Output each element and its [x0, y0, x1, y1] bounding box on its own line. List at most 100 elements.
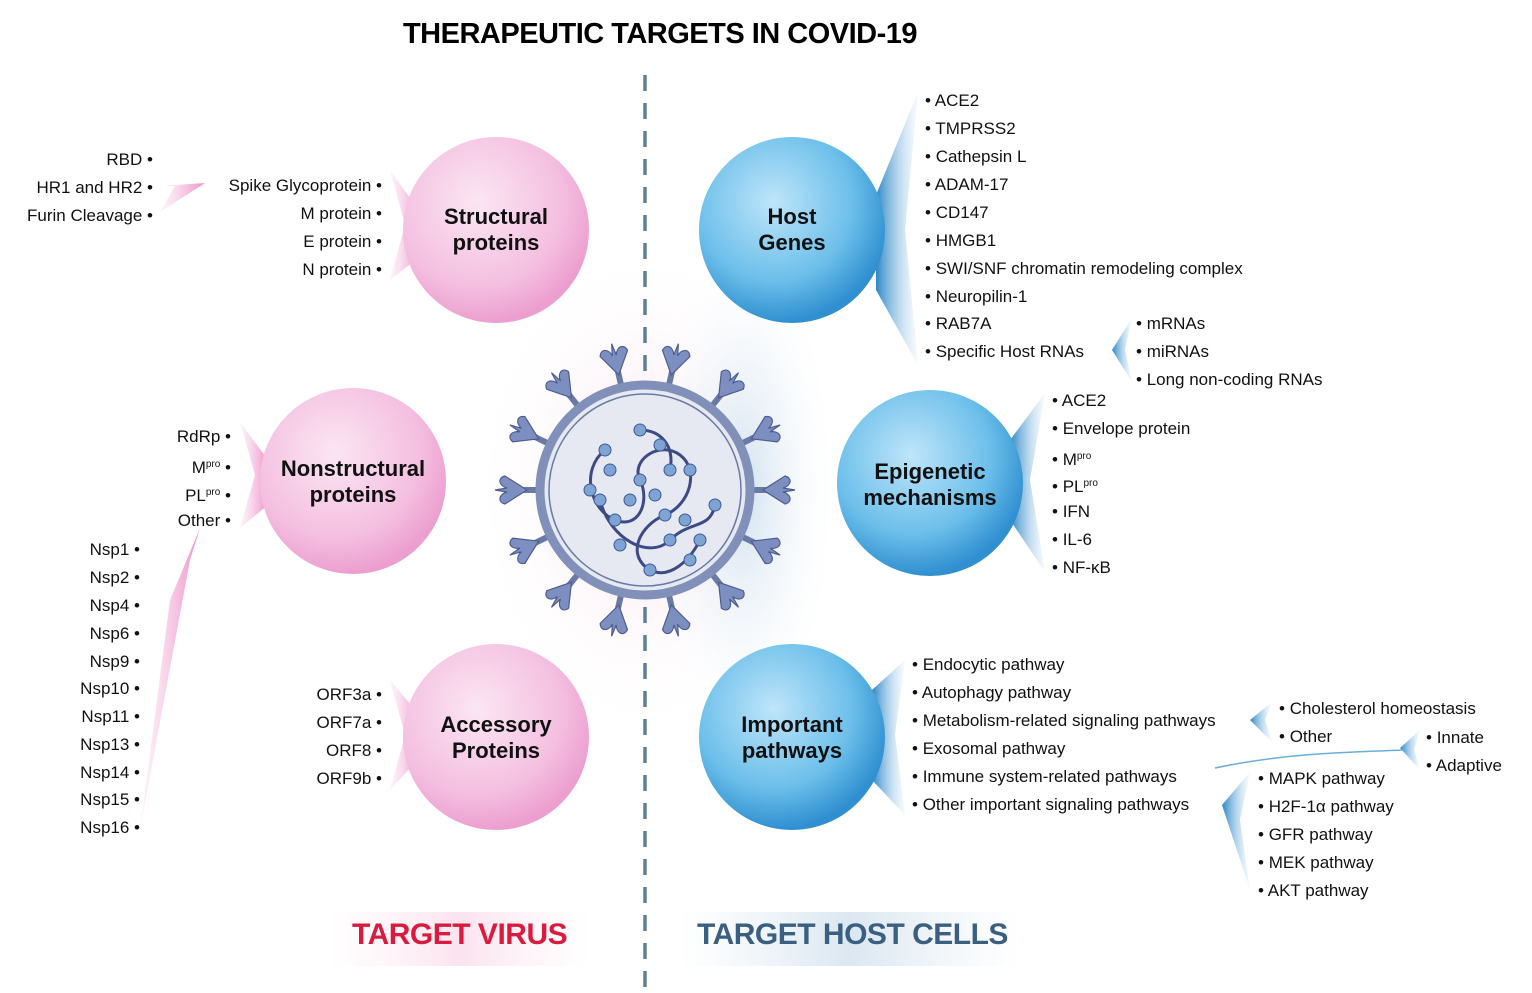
- rna-bead: [623, 493, 637, 507]
- virus-spike: [494, 475, 545, 505]
- nsp-item: Nsp15: [80, 790, 140, 810]
- rna-wedge: [1112, 318, 1132, 382]
- rna-bead: [633, 473, 647, 487]
- nonstructural-circle: [260, 388, 446, 574]
- accessory-item: ORF7a: [317, 713, 382, 733]
- rna-bead: [583, 483, 597, 497]
- rna-item: Long non-coding RNAs: [1136, 370, 1323, 390]
- rna-bead: [613, 538, 627, 552]
- nonstructural-item-mpro: Mpro: [192, 455, 231, 478]
- pathways-label: Important pathways: [699, 712, 885, 764]
- epigenetic-item: NF-κB: [1052, 558, 1111, 578]
- metabolism-wedge: [1250, 702, 1272, 742]
- accessory-label-line1: Accessory: [440, 712, 552, 737]
- structural-label-line1: Structural: [444, 204, 548, 229]
- immune-connector: [1214, 749, 1406, 769]
- rna-bead: [678, 513, 692, 527]
- host-genes-label-line2: Genes: [758, 230, 826, 255]
- target-host-label: TARGET HOST CELLS: [697, 918, 1008, 951]
- rna-item: mRNAs: [1136, 314, 1206, 334]
- epigenetic-label-line1: Epigenetic: [874, 459, 986, 484]
- virus-spike: [745, 475, 796, 505]
- nsp-item: Nsp13: [80, 735, 140, 755]
- epi-plpro-base: PL: [1062, 477, 1084, 496]
- epigenetic-item: IFN: [1052, 502, 1090, 522]
- host-gene-item: HMGB1: [925, 231, 996, 251]
- nonstructural-item: Other: [178, 511, 231, 531]
- structural-circle: [403, 137, 589, 323]
- plpro-base: PL: [185, 486, 206, 505]
- mpro-base: M: [191, 458, 206, 477]
- pathway-item: Other important signaling pathways: [912, 795, 1189, 815]
- rna-bead: [658, 508, 672, 522]
- nsp-item: Nsp11: [81, 707, 140, 727]
- rna-bead: [598, 443, 612, 457]
- host-genes-circle: [699, 137, 885, 323]
- pathways-wedge: [872, 660, 905, 815]
- rna-bead: [643, 563, 657, 577]
- epigenetic-item: Envelope protein: [1052, 419, 1191, 439]
- rna-bead: [593, 493, 607, 507]
- pathway-item: Endocytic pathway: [912, 655, 1065, 675]
- spike-wedge: [160, 183, 205, 212]
- host-genes-label-line1: Host: [767, 204, 817, 229]
- mpro-sup: pro: [205, 459, 221, 470]
- immune-item: Innate: [1426, 728, 1484, 748]
- immune-item: Adaptive: [1426, 756, 1502, 776]
- host-gene-item: CD147: [925, 203, 989, 223]
- epigenetic-wedge: [1010, 393, 1045, 572]
- signaling-wedge: [1222, 772, 1250, 890]
- epi-mpro-base: M: [1062, 450, 1077, 469]
- epigenetic-circle: [837, 390, 1023, 576]
- rna-bead: [693, 533, 707, 547]
- target-virus-label: TARGET VIRUS: [352, 918, 568, 951]
- rna-bead: [683, 463, 697, 477]
- metabolism-item: Cholesterol homeostasis: [1279, 699, 1476, 719]
- accessory-item: ORF9b: [317, 769, 382, 789]
- nonstructural-label-line2: proteins: [309, 482, 397, 507]
- diagram-title: THERAPEUTIC TARGETS IN COVID-19: [402, 18, 918, 50]
- epigenetic-item-mpro: Mpro: [1052, 447, 1092, 470]
- signaling-item: MEK pathway: [1258, 853, 1374, 873]
- rna-bead: [708, 498, 722, 512]
- host-gene-item: ACE2: [925, 91, 979, 111]
- pathway-item: Immune system-related pathways: [912, 767, 1177, 787]
- nonstructural-label: Nonstructural proteins: [260, 456, 446, 508]
- rna-item: miRNAs: [1136, 342, 1209, 362]
- nsp-item: Nsp10: [80, 679, 140, 699]
- accessory-label: Accessory Proteins: [403, 712, 589, 764]
- rna-bead: [603, 463, 617, 477]
- footer-left-glow: [330, 912, 590, 966]
- host-gene-item: ADAM-17: [925, 175, 1009, 195]
- accessory-item: ORF8: [326, 741, 382, 761]
- signaling-item: AKT pathway: [1258, 881, 1369, 901]
- nsp-item: Nsp1: [90, 540, 140, 560]
- rna-bead: [653, 438, 667, 452]
- nonstructural-item: RdRp: [177, 427, 231, 447]
- metabolism-item: Other: [1279, 727, 1333, 747]
- host-gene-item: Neuropilin-1: [925, 287, 1028, 307]
- nsp-item: Nsp6: [90, 624, 140, 644]
- epigenetic-label-line2: mechanisms: [863, 485, 997, 510]
- host-genes-wedge: [876, 92, 918, 365]
- structural-label-line2: proteins: [452, 230, 540, 255]
- pathways-label-line1: Important: [741, 712, 843, 737]
- nonstructural-wedge: [240, 422, 268, 528]
- spike-subitem: RBD: [106, 150, 153, 170]
- nsp-item: Nsp9: [90, 652, 140, 672]
- structural-label: Structural proteins: [403, 204, 589, 256]
- signaling-item: MAPK pathway: [1258, 769, 1385, 789]
- spike-subitem: Furin Cleavage: [27, 206, 153, 226]
- epigenetic-item: IL-6: [1052, 530, 1092, 550]
- host-gene-item: Cathepsin L: [925, 147, 1027, 167]
- nsp-wedge: [140, 528, 200, 830]
- rna-bead: [683, 553, 697, 567]
- structural-item: E protein: [303, 232, 382, 252]
- nsp-item: Nsp14: [80, 763, 140, 783]
- rna-bead: [608, 513, 622, 527]
- nonstructural-item-plpro: PLpro: [185, 483, 231, 506]
- structural-item: M protein: [300, 204, 382, 224]
- nonstructural-label-line1: Nonstructural: [280, 456, 426, 481]
- epigenetic-label: Epigenetic mechanisms: [837, 459, 1023, 511]
- immune-wedge: [1400, 730, 1420, 770]
